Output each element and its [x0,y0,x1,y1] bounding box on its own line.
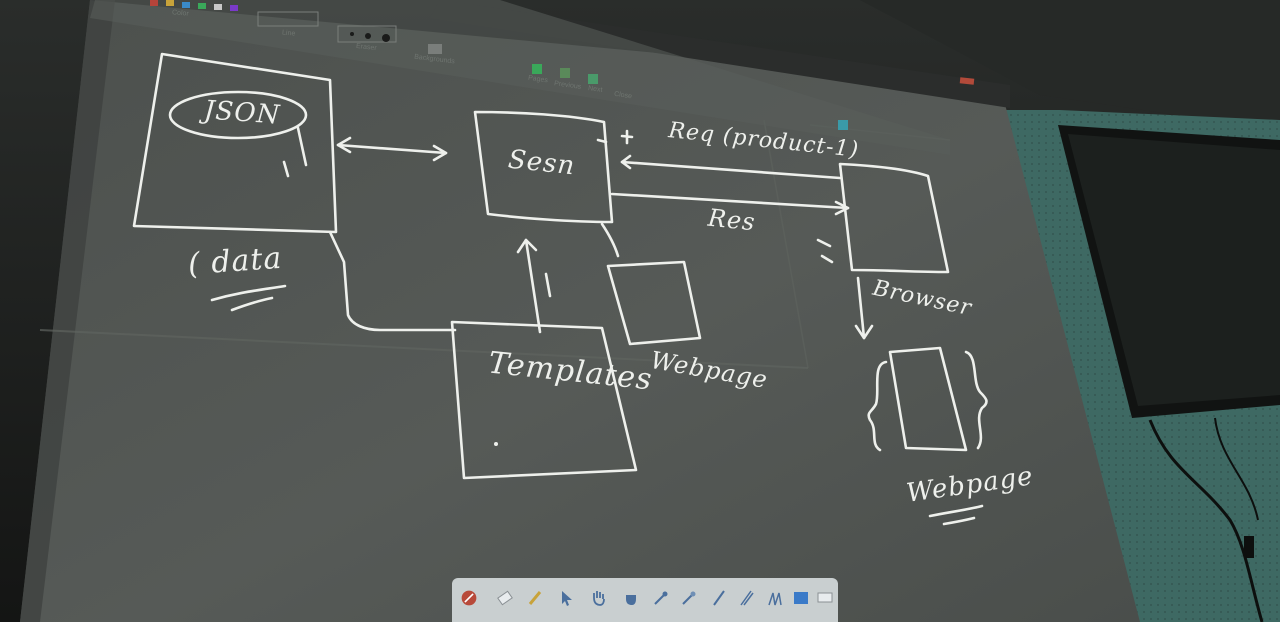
browser-box [838,162,950,274]
server-box [473,110,614,224]
json-box [132,52,338,234]
stylus-icon[interactable] [738,588,756,608]
json-templates-line [328,230,457,332]
json-label: JSON [203,95,282,131]
json-server-arrow [336,143,448,155]
webpage-box [888,346,968,452]
templates-box [450,320,638,480]
chart-icon[interactable] [766,588,784,608]
webpage-small-box [606,260,702,346]
pointer-icon[interactable] [558,588,576,608]
marker-icon[interactable] [526,588,544,608]
pen-icon[interactable] [460,588,478,608]
json-ellipse [168,90,308,140]
grab-icon[interactable] [622,588,640,608]
pen-line-icon[interactable] [710,588,728,608]
data-label: ( data [186,240,284,283]
request-arrow [620,160,842,180]
line-label[interactable]: Line [281,29,296,38]
color-label[interactable]: Color [171,9,190,18]
screen-icon[interactable] [816,588,834,608]
eraser-icon[interactable] [496,588,514,608]
response-arrow [610,192,850,210]
wand-icon[interactable] [652,588,670,608]
annotation-dock [452,578,838,622]
wand-alt-icon[interactable] [680,588,698,608]
hand-icon[interactable] [590,588,608,608]
response-label: Res [706,203,757,237]
templates-server-arrow [524,238,542,334]
board-icon[interactable] [792,588,810,608]
